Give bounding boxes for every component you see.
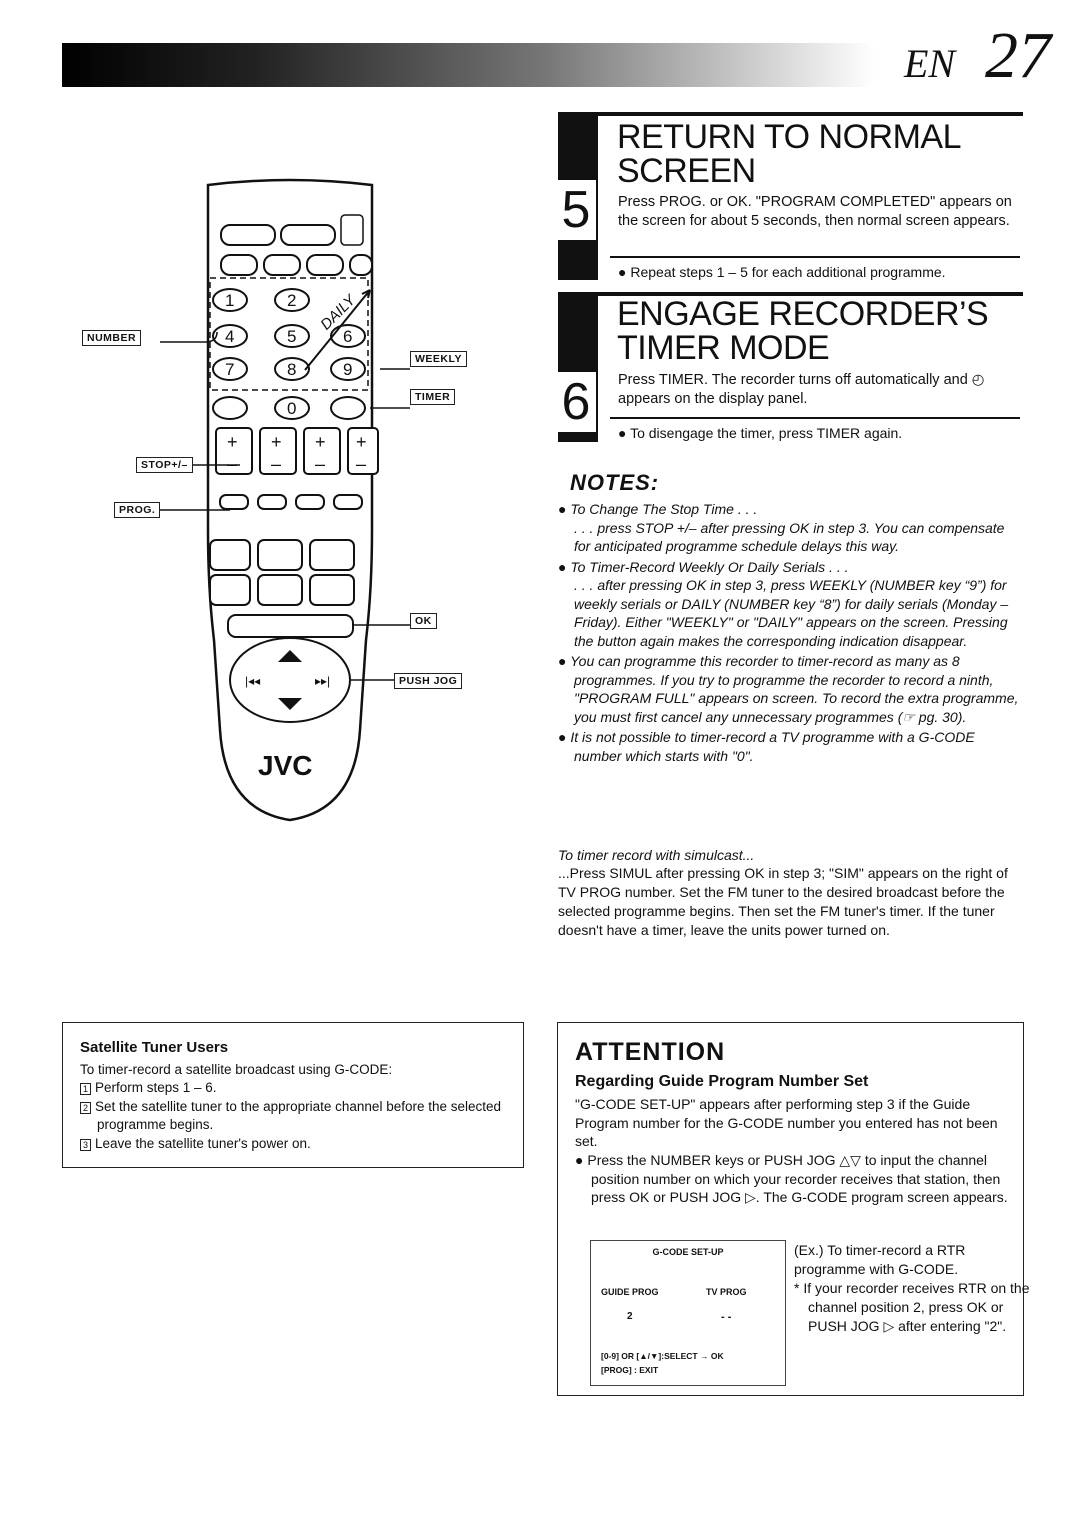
gcode-col2: TV PROG [706, 1287, 747, 1297]
step-5-title-line2: SCREEN [617, 152, 756, 190]
satellite-box: Satellite Tuner Users To timer-record a … [62, 1022, 524, 1168]
gcode-value1: 2 [627, 1311, 633, 1322]
svg-text:–: – [315, 454, 325, 474]
gcode-col1: GUIDE PROG [601, 1287, 659, 1297]
svg-text:+: + [315, 432, 326, 452]
step-5-note: ● Repeat steps 1 – 5 for each additional… [618, 264, 946, 280]
satellite-title: Satellite Tuner Users [80, 1039, 229, 1056]
note-item: ● To Timer-Record Weekly Or Daily Serial… [558, 558, 849, 575]
attention-box: ATTENTION Regarding Guide Program Number… [557, 1022, 1030, 1396]
svg-text:2: 2 [287, 291, 296, 310]
svg-text:–: – [271, 454, 281, 474]
label-timer: TIMER [410, 389, 456, 405]
step-5-rule [598, 112, 1023, 116]
satellite-intro: To timer-record a satellite broadcast us… [80, 1062, 393, 1077]
step-6-note: ● To disengage the timer, press TIMER ag… [618, 425, 903, 441]
svg-text:7: 7 [225, 360, 234, 379]
svg-text:1: 1 [225, 291, 234, 310]
gcode-screen-title: G-CODE SET-UP [652, 1247, 724, 1257]
note-item: ● To Change The Stop Time . . . [558, 501, 758, 517]
svg-text:+: + [271, 432, 282, 452]
svg-text:+: + [227, 432, 238, 452]
gcode-value2: - - [721, 1311, 732, 1323]
step-5-divider [610, 256, 1020, 258]
svg-text:–: – [356, 454, 366, 474]
svg-text:▸▸|: ▸▸| [315, 674, 330, 688]
label-number: NUMBER [82, 330, 142, 346]
label-stop: STOP+/– [136, 457, 193, 473]
notes-heading: NOTES: [570, 470, 660, 495]
svg-text:+: + [356, 432, 367, 452]
svg-text:–: – [227, 454, 237, 474]
gcode-screen: G-CODE SET-UP GUIDE PROG TV PROG 2 - - [… [590, 1240, 786, 1386]
note-item-text: . . . press STOP +/– after pressing OK i… [574, 519, 1005, 555]
simulcast-text: ...Press SIMUL after pressing OK in step… [558, 865, 1008, 938]
svg-text:5: 5 [287, 327, 296, 346]
step-6-number: 6 [556, 372, 596, 432]
page-number: 27 [985, 19, 1051, 92]
step-6-rule [598, 292, 1023, 296]
svg-text:0: 0 [287, 399, 296, 418]
remote-control-illustration: 1 2 4 5 6 7 8 9 0 DAILY ++++ –––– [160, 178, 410, 822]
step-5-number: 5 [556, 180, 596, 240]
note-item-text: . . . after pressing OK in step 3, press… [574, 577, 1009, 649]
language-code: EN [904, 41, 956, 86]
attention-bullet: ● Press the NUMBER keys or PUSH JOG △▽ t… [575, 1152, 1008, 1205]
svg-text:|◂◂: |◂◂ [245, 674, 260, 688]
svg-text:4: 4 [225, 327, 234, 346]
label-prog: PROG. [114, 502, 161, 518]
header-gradient-bar [62, 43, 1030, 87]
attention-example: (Ex.) To timer-record a RTR programme wi… [794, 1242, 966, 1277]
step-5-text: Press PROG. or OK. "PROGRAM COMPLETED" a… [618, 194, 1012, 229]
svg-text:8: 8 [287, 360, 296, 379]
label-weekly: WEEKLY [410, 351, 467, 367]
notes-list: ● To Change The Stop Time . . . . . . pr… [558, 500, 1020, 765]
gcode-footer2: [PROG] : EXIT [601, 1365, 659, 1375]
note-item: ● It is not possible to timer-record a T… [558, 729, 975, 764]
attention-heading: ATTENTION [575, 1038, 726, 1066]
step-6-title-line2: TIMER MODE [617, 329, 830, 367]
label-push-jog: PUSH JOG [394, 673, 463, 689]
svg-text:6: 6 [343, 327, 352, 346]
simulcast-title: To timer record with simulcast... [558, 847, 755, 863]
step-6-text: Press TIMER. The recorder turns off auto… [618, 372, 985, 407]
brand-logo: JVC [258, 750, 312, 781]
step-6-title-line1: ENGAGE RECORDER’S [617, 295, 989, 333]
svg-text:9: 9 [343, 360, 352, 379]
label-ok: OK [410, 613, 437, 629]
step-5-title-line1: RETURN TO NORMAL [617, 118, 962, 156]
attention-subtitle: Regarding Guide Program Number Set [575, 1073, 869, 1090]
gcode-footer1: [0-9] OR [▲/▼]:SELECT → OK [601, 1351, 724, 1361]
note-item: ● You can programme this recorder to tim… [558, 653, 1019, 725]
attention-example-note: * If your recorder receives RTR on the c… [794, 1280, 1030, 1334]
step-6-divider [610, 417, 1020, 419]
attention-text: "G-CODE SET-UP" appears after performing… [575, 1096, 998, 1149]
